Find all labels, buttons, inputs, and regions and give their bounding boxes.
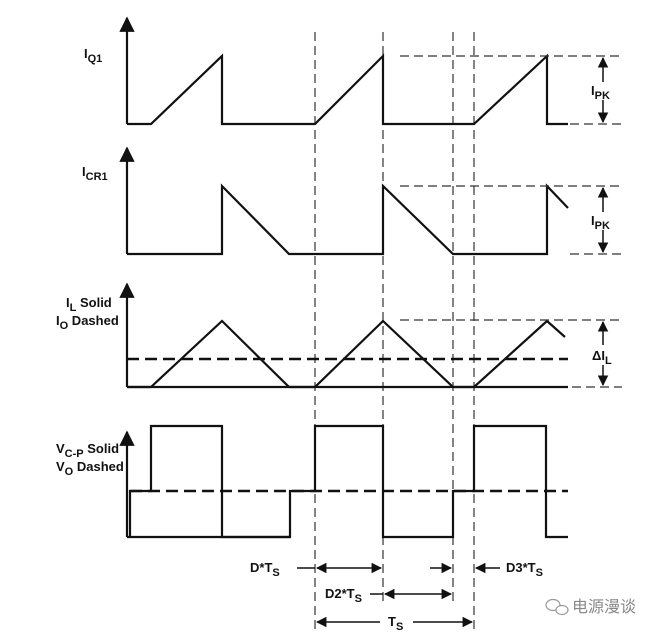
d3-ts-label: D3*TS (506, 560, 543, 579)
iq1-waveform (127, 53, 568, 126)
il-label: IL Solid (66, 295, 112, 314)
iq1-label: IQ1 (84, 46, 102, 65)
icr1-label: ICR1 (82, 164, 108, 183)
d2-ts-label: D2*TS (325, 586, 362, 605)
watermark-text: 电源漫谈 (572, 598, 636, 616)
timing-dimensions: D*TS D3*TS D2*TS TS (250, 560, 543, 633)
icr1-waveform (127, 183, 569, 256)
iq1-panel: IQ1 IPK (84, 16, 622, 126)
vcp-waveform (128, 424, 568, 539)
icr1-panel: ICR1 IPK (82, 146, 622, 256)
ipk1-label: IPK (591, 83, 610, 102)
ipk2-label: IPK (591, 213, 610, 232)
vcp-label: VC-P Solid (56, 441, 119, 460)
wechat-icon (545, 598, 569, 616)
vcp-panel: VC-P Solid VO Dashed (56, 424, 568, 539)
watermark: 电源漫谈 (545, 598, 636, 616)
delta-il-label: ΔIL (592, 348, 612, 367)
d-ts-label: D*TS (250, 560, 280, 579)
io-label: IO Dashed (56, 313, 119, 332)
il-waveform (127, 319, 566, 389)
il-panel: IL Solid IO Dashed ΔIL (56, 282, 622, 389)
ts-label: TS (388, 614, 403, 633)
vo-label: VO Dashed (56, 459, 124, 478)
